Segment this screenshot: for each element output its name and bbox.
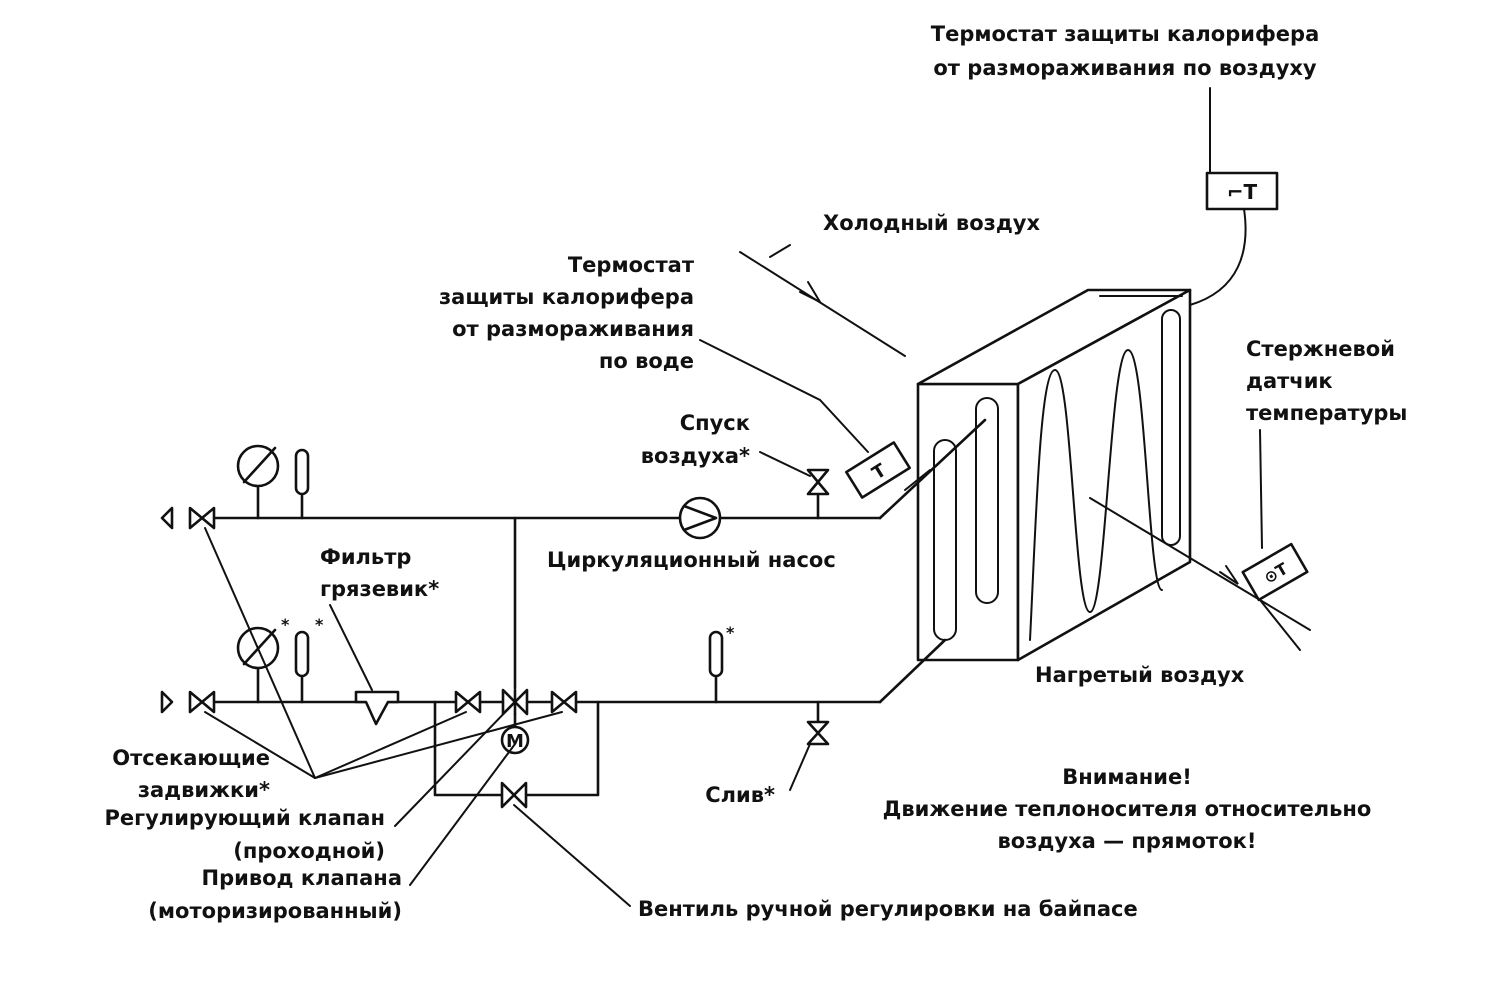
label-water-thermostat-2: защиты калорифера [439, 285, 694, 309]
label-bypass-valve: Вентиль ручной регулировки на байпасе [638, 897, 1138, 921]
warning-line-3: воздуха — прямоток! [998, 829, 1257, 853]
drain-valve [806, 700, 830, 746]
bypass-manual-valve [500, 781, 528, 809]
water-thermostat-capillary [904, 469, 931, 491]
asterisk-gauge: * [281, 615, 290, 634]
label-water-thermostat-3: от размораживания [452, 317, 694, 341]
inlet-outlet-connections [160, 506, 174, 714]
cold-air-arrow [739, 251, 906, 357]
label-air-thermostat-2: от размораживания по воздуху [933, 56, 1317, 80]
pressure-gauge-top [236, 444, 280, 520]
label-actuator-1: Привод клапана [202, 866, 402, 890]
thermometer-return [708, 630, 724, 704]
warning-title: Внимание! [1062, 765, 1192, 789]
label-rod-sensor-3: температуры [1246, 401, 1407, 425]
air-thermostat: ⌐T [1189, 171, 1279, 306]
label-shutoff-2: задвижки* [138, 778, 270, 802]
shutoff-valve-before-control [454, 690, 482, 714]
motor-symbol: M [506, 731, 524, 752]
valve-motor-actuator: M [500, 712, 530, 755]
heated-air-arrow [1089, 497, 1311, 631]
label-drain: Слив* [705, 783, 775, 807]
supply-pipe [212, 418, 987, 690]
label-air-vent-1: Спуск [680, 411, 750, 435]
circulation-pump [678, 496, 722, 540]
pressure-gauge-bottom [236, 626, 280, 704]
thermometer-top [294, 448, 310, 520]
label-control-valve-1: Регулирующий клапан [105, 806, 385, 830]
rod-temperature-sensor: ⊙T [1241, 542, 1309, 602]
label-water-thermostat-1: Термостат [568, 253, 695, 277]
label-circulation-pump: Циркуляционный насос [547, 548, 836, 572]
label-air-vent-2: воздуха* [641, 444, 750, 468]
asterisk-thermometer-return: * [726, 623, 735, 642]
label-cold-air: Холодный воздух [823, 211, 1040, 235]
shutoff-valve-bottom-left [188, 690, 216, 714]
label-filter-1: Фильтр [320, 545, 411, 569]
leader-lines [204, 87, 1301, 907]
label-air-thermostat-1: Термостат защиты калорифера [931, 22, 1320, 46]
label-heated-air: Нагретый воздух [1035, 663, 1245, 687]
label-actuator-2: (моторизированный) [148, 899, 402, 923]
asterisk-thermometer: * [315, 615, 324, 634]
water-thermostat: T [845, 441, 911, 499]
air-thermostat-symbol: ⌐T [1227, 180, 1258, 204]
shutoff-valve-top-left [188, 506, 216, 530]
label-rod-sensor-1: Стержневой [1246, 337, 1395, 361]
label-rod-sensor-2: датчик [1246, 369, 1333, 393]
mud-filter [354, 690, 400, 726]
shutoff-valve-after-control [550, 690, 578, 714]
label-shutoff-1: Отсекающие [112, 746, 270, 770]
return-pipe [212, 638, 947, 797]
heater-coil-unit [916, 288, 1192, 662]
thermometer-bottom [294, 630, 310, 704]
warning-line-2: Движение теплоносителя относительно [883, 797, 1372, 821]
label-water-thermostat-4: по воде [599, 349, 694, 373]
air-vent-valve [806, 468, 830, 520]
label-filter-2: грязевик* [320, 577, 439, 601]
label-control-valve-2: (проходной) [233, 839, 385, 863]
